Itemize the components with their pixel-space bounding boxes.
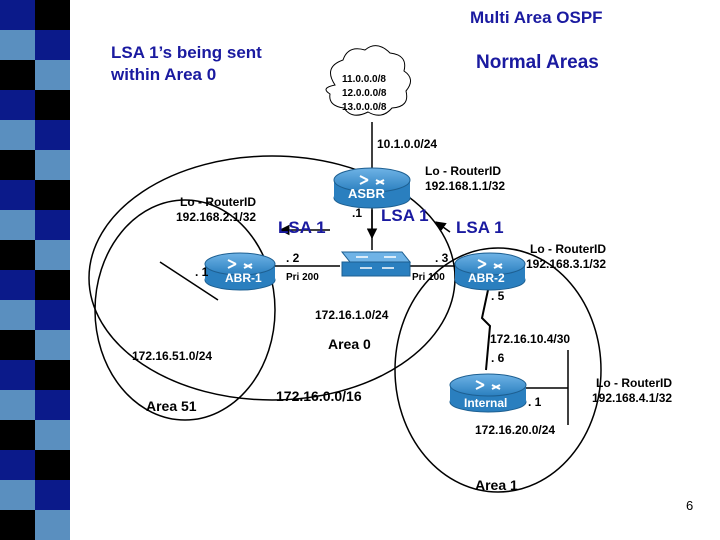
area0-label: Area 0 bbox=[328, 336, 371, 352]
switch bbox=[340, 251, 412, 277]
strip-block bbox=[0, 450, 35, 480]
internal-iface-lan: . 1 bbox=[528, 395, 542, 409]
router-asbr: ASBR bbox=[333, 167, 411, 209]
strip-block bbox=[35, 420, 70, 450]
area0-lan-network: 172.16.1.0/24 bbox=[315, 308, 389, 322]
external-networks-cloud: 11.0.0.0/8 12.0.0.0/8 13.0.0.0/8 bbox=[325, 45, 411, 116]
summary-network: 172.16.0.0/16 bbox=[276, 388, 362, 404]
router-internal: Internal bbox=[449, 373, 527, 413]
strip-block bbox=[0, 240, 35, 270]
abr2-routerid-label: Lo - RouterID bbox=[530, 242, 606, 256]
strip-block bbox=[0, 60, 35, 90]
strip-block bbox=[0, 270, 35, 300]
strip-block bbox=[35, 360, 70, 390]
p2p-network: 172.16.10.4/30 bbox=[490, 332, 570, 346]
asbr-routerid-label: Lo - RouterID bbox=[425, 164, 501, 178]
strip-block bbox=[35, 240, 70, 270]
strip-block bbox=[35, 30, 70, 60]
slide-title: Multi Area OSPF bbox=[470, 8, 603, 27]
strip-block bbox=[0, 300, 35, 330]
abr1-iface-area51: . 1 bbox=[195, 265, 209, 279]
strip-block bbox=[0, 0, 35, 30]
abr1-iface-switch: . 2 bbox=[286, 251, 300, 265]
strip-block bbox=[0, 480, 35, 510]
lsa-label-abr2: LSA 1 bbox=[456, 218, 504, 237]
lsa-description-line2: within Area 0 bbox=[111, 65, 217, 84]
asbr-iface: .1 bbox=[352, 206, 362, 220]
strip-block bbox=[35, 150, 70, 180]
router-abr1-name: ABR-1 bbox=[225, 271, 262, 285]
lsa-description-line1: LSA 1’s being sent bbox=[111, 43, 262, 62]
abr2-iface-switch: . 3 bbox=[435, 251, 449, 265]
strip-block bbox=[0, 120, 35, 150]
strip-block bbox=[35, 180, 70, 210]
area51-lan-network: 172.16.51.0/24 bbox=[132, 349, 212, 363]
strip-block bbox=[0, 330, 35, 360]
strip-block bbox=[0, 420, 35, 450]
slide-subtitle: Normal Areas bbox=[476, 52, 599, 73]
asbr-routerid: 192.168.1.1/32 bbox=[425, 179, 505, 193]
area51-label: Area 51 bbox=[146, 398, 197, 414]
lsa-label-abr1: LSA 1 bbox=[278, 218, 326, 237]
abr1-priority: Pri 200 bbox=[286, 272, 319, 283]
cloud-network-3: 13.0.0.0/8 bbox=[342, 102, 387, 113]
strip-block bbox=[35, 120, 70, 150]
strip-block bbox=[0, 360, 35, 390]
strip-block bbox=[0, 210, 35, 240]
abr1-routerid: 192.168.2.1/32 bbox=[176, 210, 256, 224]
strip-block bbox=[35, 0, 70, 30]
strip-block bbox=[35, 60, 70, 90]
area1-lan-network: 172.16.20.0/24 bbox=[475, 423, 555, 437]
strip-block bbox=[35, 90, 70, 120]
strip-block bbox=[35, 270, 70, 300]
abr1-routerid-label: Lo - RouterID bbox=[180, 195, 256, 209]
area51-boundary bbox=[94, 199, 276, 421]
area1-boundary bbox=[394, 247, 602, 493]
lsa-label-switch: LSA 1 bbox=[381, 206, 429, 225]
strip-block bbox=[0, 180, 35, 210]
strip-block bbox=[35, 300, 70, 330]
cloud-network-1: 11.0.0.0/8 bbox=[342, 74, 386, 85]
router-abr2-name: ABR-2 bbox=[468, 271, 505, 285]
router-asbr-name: ASBR bbox=[348, 186, 385, 201]
area1-label: Area 1 bbox=[475, 477, 518, 493]
router-abr1: ABR-1 bbox=[204, 252, 276, 291]
strip-block bbox=[35, 210, 70, 240]
lsa-arrow-abr2 bbox=[435, 221, 451, 233]
strip-block bbox=[35, 450, 70, 480]
link-abr1-area51 bbox=[159, 261, 219, 301]
strip-block bbox=[35, 480, 70, 510]
internal-routerid: 192.168.4.1/32 bbox=[592, 391, 672, 405]
cloud-link-network: 10.1.0.0/24 bbox=[377, 137, 437, 151]
strip-block bbox=[0, 510, 35, 540]
strip-block bbox=[35, 510, 70, 540]
internal-iface-up: . 6 bbox=[491, 351, 505, 365]
strip-block bbox=[0, 390, 35, 420]
strip-block bbox=[0, 30, 35, 60]
lsa-description: LSA 1’s being sent within Area 0 bbox=[111, 42, 311, 86]
strip-block bbox=[35, 330, 70, 360]
cloud-network-2: 12.0.0.0/8 bbox=[342, 88, 387, 99]
router-internal-name: Internal bbox=[464, 396, 507, 410]
link-abr2-internal bbox=[480, 289, 492, 371]
router-abr2: ABR-2 bbox=[454, 252, 526, 291]
abr2-iface-area1: . 5 bbox=[491, 289, 505, 303]
strip-block bbox=[0, 150, 35, 180]
decorative-left-strip bbox=[0, 0, 70, 540]
abr2-routerid: 192.168.3.1/32 bbox=[526, 257, 606, 271]
strip-block bbox=[0, 90, 35, 120]
page-number: 6 bbox=[686, 498, 694, 513]
abr2-priority: Pri 100 bbox=[412, 272, 445, 283]
internal-routerid-label: Lo - RouterID bbox=[596, 376, 672, 390]
strip-block bbox=[35, 390, 70, 420]
